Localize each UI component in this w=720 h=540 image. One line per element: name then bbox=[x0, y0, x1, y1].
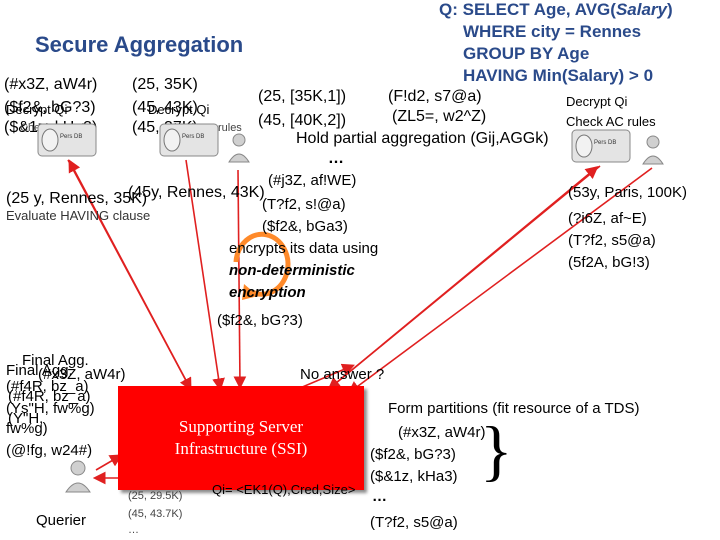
arrow-db2-to-ssi bbox=[185, 159, 225, 392]
qi-label: Qi= <EK1(Q),Cred,Size> bbox=[212, 482, 356, 497]
partition-item-3: ($&1z, kHa3) bbox=[370, 468, 458, 485]
querier-result-ellipsis: … bbox=[128, 524, 139, 536]
encrypt-line-1: encrypts its data using bbox=[229, 240, 379, 257]
center-tuple-2: (T?f2, s!@a) bbox=[262, 196, 346, 213]
left-tuple-1: (#x3Z, aW4r) bbox=[4, 76, 98, 93]
plain-tuple-1: (25, 35K) bbox=[132, 76, 198, 93]
encrypt-line-2: non-deterministic bbox=[229, 262, 355, 279]
db-icon-3: Pers DB bbox=[571, 129, 631, 163]
right-decrypt-label: Decrypt Qi bbox=[566, 94, 628, 109]
query-line-4: HAVING Min(Salary) > 0 bbox=[463, 66, 654, 85]
arrow-person-to-ssi bbox=[233, 169, 247, 390]
db-icon-2: Pers DB bbox=[159, 123, 219, 157]
middle-tuple-2: (45, [40K,2]) bbox=[258, 112, 347, 129]
diagram-title: Secure Aggregation bbox=[35, 32, 244, 57]
arrow-ssi-to-db1 bbox=[68, 159, 191, 389]
right-mid-tuple-1: (53y, Paris, 100K) bbox=[568, 184, 687, 201]
center-tuple-3: ($f2&, bGa3) bbox=[262, 218, 348, 235]
person-icon-querier bbox=[65, 460, 91, 493]
center-tuple-4: ($f2&, bG?3) bbox=[217, 312, 303, 329]
person-icon-right bbox=[642, 135, 664, 165]
right-tuple-2: (ZL5=, w2^Z) bbox=[392, 108, 487, 125]
left-mid-tuple-1: (25 y, Rennes, 35K) bbox=[6, 190, 148, 207]
final-agg-label-1: Final Agg. bbox=[22, 352, 89, 369]
right-tuple-1: (F!d2, s7@a) bbox=[388, 88, 482, 105]
final-agg-tuple-5: (@!fg, w24#) bbox=[6, 442, 93, 459]
circular-arrow-icon bbox=[233, 231, 291, 300]
final-agg-label-2: Final Agg. bbox=[6, 362, 73, 379]
query-paren: ) bbox=[667, 0, 673, 19]
flow-arrows bbox=[67, 159, 653, 485]
right-mid-tuple-3: (T?f2, s5@a) bbox=[568, 232, 656, 249]
query-select: : SELECT Age, AVG( bbox=[452, 0, 616, 19]
right-mid-tuple-2: (?i6Z, af~E) bbox=[568, 210, 647, 227]
middle-tuple-1: (25, [35K,1]) bbox=[258, 88, 347, 105]
no-answer-label: No answer ? bbox=[300, 366, 385, 383]
final-agg-tuple-4: fw%g) bbox=[6, 420, 48, 437]
final-agg-tuple-2: (#f4R, bz_a) bbox=[6, 378, 89, 395]
query-salary: Salary bbox=[615, 0, 667, 19]
query-line-1: Q: SELECT Age, AVG(Salary) bbox=[439, 0, 673, 20]
left-overlay-decrypt: Decrypt Qi bbox=[6, 102, 68, 117]
final-agg-tuple-3: (Ys"H, fw%g) bbox=[6, 400, 95, 417]
query-line-3: GROUP BY Age bbox=[463, 44, 590, 63]
query-q: Q bbox=[439, 0, 453, 19]
right-check-label: Check AC rules bbox=[566, 114, 656, 129]
arrow-ssi-to-db3 bbox=[329, 165, 599, 389]
right-mid-tuple-4: (5f2A, bG!3) bbox=[568, 254, 650, 271]
person-icon-top bbox=[228, 133, 250, 163]
final-agg-overlay-1: (#f4R, bz_a) bbox=[8, 388, 91, 405]
hold-ellipsis: … bbox=[328, 150, 344, 167]
encrypt-line-3: encryption bbox=[229, 284, 306, 301]
partition-item-2: ($f2&, bG?3) bbox=[370, 446, 456, 463]
ssi-server-box: Supporting Server Infrastructure (SSI) bbox=[118, 386, 364, 490]
query-line-2: WHERE city = Rennes bbox=[463, 22, 642, 41]
querier-result-2: (45, 43.7K) bbox=[128, 508, 183, 520]
db-icon-3-label: Pers DB bbox=[594, 140, 616, 146]
final-agg-tuple-1: (#x3Z, aW4r) bbox=[38, 366, 126, 383]
ssi-line-1: Supporting Server bbox=[178, 417, 304, 436]
plain-tuple-2: (45, 43K) bbox=[132, 99, 198, 116]
hold-partial-aggregation: Hold partial aggregation (Gij,AGGk) bbox=[296, 130, 549, 147]
partition-brace: } bbox=[480, 412, 513, 488]
evaluate-having-label: Evaluate HAVING clause bbox=[6, 208, 151, 223]
db-icon-1: Pers DB bbox=[37, 123, 97, 157]
left-tuple-2: ($f2&, bG?3) bbox=[4, 99, 96, 116]
db-icon-1-label: Pers DB bbox=[60, 134, 82, 140]
db-icon-2-label: Pers DB bbox=[182, 134, 204, 140]
left-mid-tuple-2: (45y, Rennes, 43K) bbox=[128, 184, 265, 201]
center-tuple-1: (#j3Z, af!WE) bbox=[268, 172, 357, 189]
final-agg-overlay-2: (Y"H, bbox=[8, 410, 44, 427]
arrow-person-right-to-ssi bbox=[347, 167, 653, 394]
plain-overlay-decrypt: Decrypt Qi bbox=[148, 102, 210, 117]
partition-last: (T?f2, s5@a) bbox=[370, 514, 458, 531]
arrow-no-answer bbox=[299, 363, 355, 389]
ssi-line-2: Infrastructure (SSI) bbox=[174, 439, 308, 458]
arrow-querier-to-ssi bbox=[95, 454, 123, 471]
partitions-heading: Form partitions (fit resource of a TDS) bbox=[388, 400, 640, 417]
querier-result-1: (25, 29.5K) bbox=[128, 490, 183, 502]
partition-ellipsis: … bbox=[372, 488, 387, 505]
partition-item-1: (#x3Z, aW4r) bbox=[398, 424, 486, 441]
querier-label: Querier bbox=[36, 512, 87, 529]
